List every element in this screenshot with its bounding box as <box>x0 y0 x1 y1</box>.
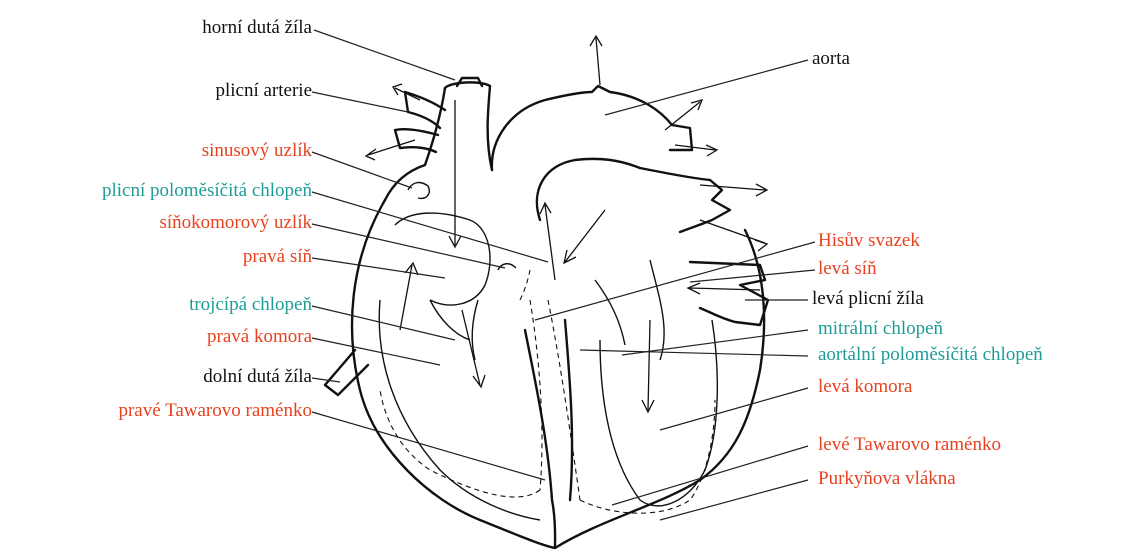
label-aorta: aorta <box>812 48 850 70</box>
label-purkynova-vlakna: Purkyňova vlákna <box>818 468 956 490</box>
flow-arrows <box>366 36 767 412</box>
label-leva-komora: levá komora <box>818 376 912 398</box>
label-prava-sin: pravá síň <box>243 246 312 268</box>
label-leve-tawarovo: levé Tawarovo raménko <box>818 434 1001 456</box>
label-plicni-chlopen: plicní poloměsíčitá chlopeň <box>102 180 312 202</box>
label-dolni-duta-zila: dolní dutá žíla <box>203 366 312 388</box>
label-horni-duta-zila: horní dutá žíla <box>202 17 312 39</box>
label-hisuv-svazek: Hisův svazek <box>818 230 920 252</box>
label-prave-tawarovo: pravé Tawarovo raménko <box>118 400 312 422</box>
label-leva-sin: levá síň <box>818 258 877 280</box>
label-sinokomorovy-uzlik: síňokomorový uzlík <box>159 212 312 234</box>
label-leva-plicni-zila: levá plicní žíla <box>812 288 924 310</box>
label-sinusovy-uzlik: sinusový uzlík <box>202 140 312 162</box>
label-plicni-arterie: plicní arterie <box>215 80 312 102</box>
label-trojcipa-chlopen: trojcípá chlopeň <box>189 294 312 316</box>
label-aortalni-chlopen: aortální poloměsíčitá chlopeň <box>818 344 1043 366</box>
label-mitralni-chlopen: mitrální chlopeň <box>818 318 943 340</box>
label-prava-komora: pravá komora <box>207 326 312 348</box>
conduction-system <box>380 270 715 513</box>
